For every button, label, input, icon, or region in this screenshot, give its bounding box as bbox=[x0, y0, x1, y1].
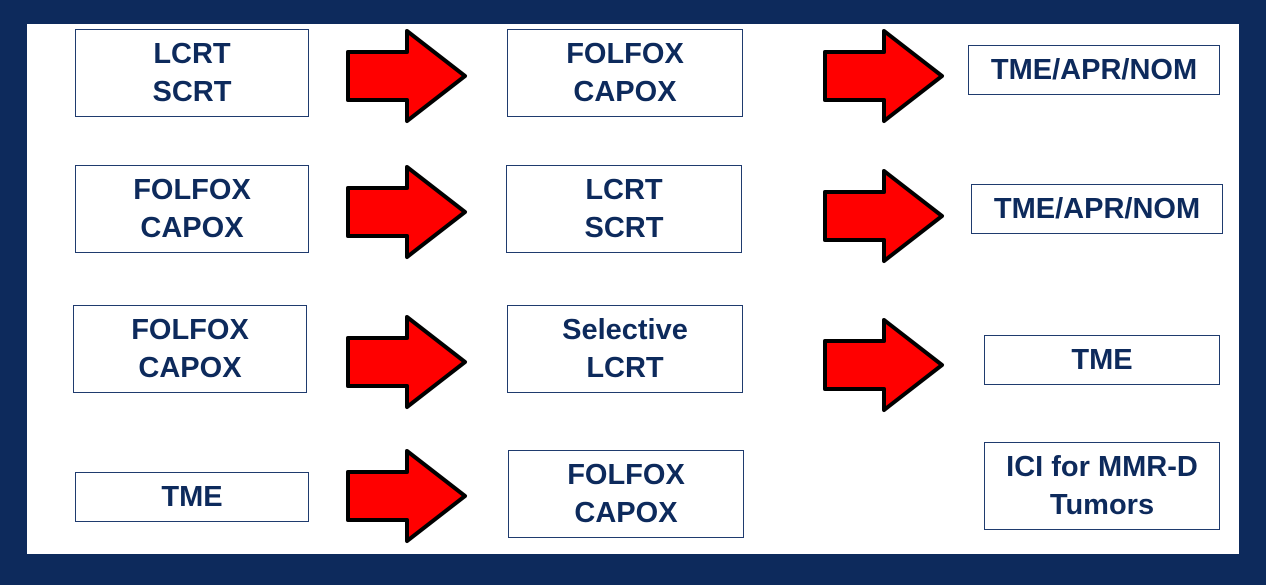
row3-col1-box: FOLFOX CAPOX bbox=[73, 305, 307, 393]
row2-col3-box: TME/APR/NOM bbox=[971, 184, 1223, 234]
right-arrow-icon bbox=[346, 165, 467, 259]
right-arrow-icon bbox=[823, 29, 944, 123]
row4-col3-box: ICI for MMR-D Tumors bbox=[984, 442, 1220, 530]
box-line: LCRT bbox=[585, 174, 663, 206]
box-line: FOLFOX bbox=[131, 314, 249, 346]
right-arrow-icon bbox=[346, 315, 467, 409]
right-arrow-icon bbox=[823, 318, 944, 412]
box-line: SCRT bbox=[584, 212, 664, 244]
box-line: TME bbox=[1071, 344, 1133, 376]
box-line: ICI for MMR-D bbox=[1006, 451, 1198, 483]
box-line: CAPOX bbox=[140, 212, 244, 244]
box-line: LCRT bbox=[586, 352, 664, 384]
box-line: TME/APR/NOM bbox=[990, 54, 1198, 86]
diagram-panel: LCRT SCRT FOLFOX CAPOX TME/APR/NOM FOLFO… bbox=[27, 24, 1239, 554]
box-line: LCRT bbox=[153, 38, 231, 70]
box-line: CAPOX bbox=[574, 497, 678, 529]
row1-col2-box: FOLFOX CAPOX bbox=[507, 29, 743, 117]
row4-col2-box: FOLFOX CAPOX bbox=[508, 450, 744, 538]
box-line: FOLFOX bbox=[566, 38, 684, 70]
row1-col1-box: LCRT SCRT bbox=[75, 29, 309, 117]
row2-col1-box: FOLFOX CAPOX bbox=[75, 165, 309, 253]
box-line: Selective bbox=[562, 314, 688, 346]
right-arrow-icon bbox=[823, 169, 944, 263]
row3-col3-box: TME bbox=[984, 335, 1220, 385]
right-arrow-icon bbox=[346, 29, 467, 123]
box-line: FOLFOX bbox=[133, 174, 251, 206]
row4-col1-box: TME bbox=[75, 472, 309, 522]
box-line: TME/APR/NOM bbox=[993, 193, 1201, 225]
box-line: Tumors bbox=[1049, 489, 1155, 521]
row3-col2-box: Selective LCRT bbox=[507, 305, 743, 393]
box-line: SCRT bbox=[152, 76, 232, 108]
row1-col3-box: TME/APR/NOM bbox=[968, 45, 1220, 95]
right-arrow-icon bbox=[346, 449, 467, 543]
box-line: TME bbox=[161, 481, 223, 513]
box-line: CAPOX bbox=[573, 76, 677, 108]
box-line: FOLFOX bbox=[567, 459, 685, 491]
box-line: CAPOX bbox=[138, 352, 242, 384]
row2-col2-box: LCRT SCRT bbox=[506, 165, 742, 253]
